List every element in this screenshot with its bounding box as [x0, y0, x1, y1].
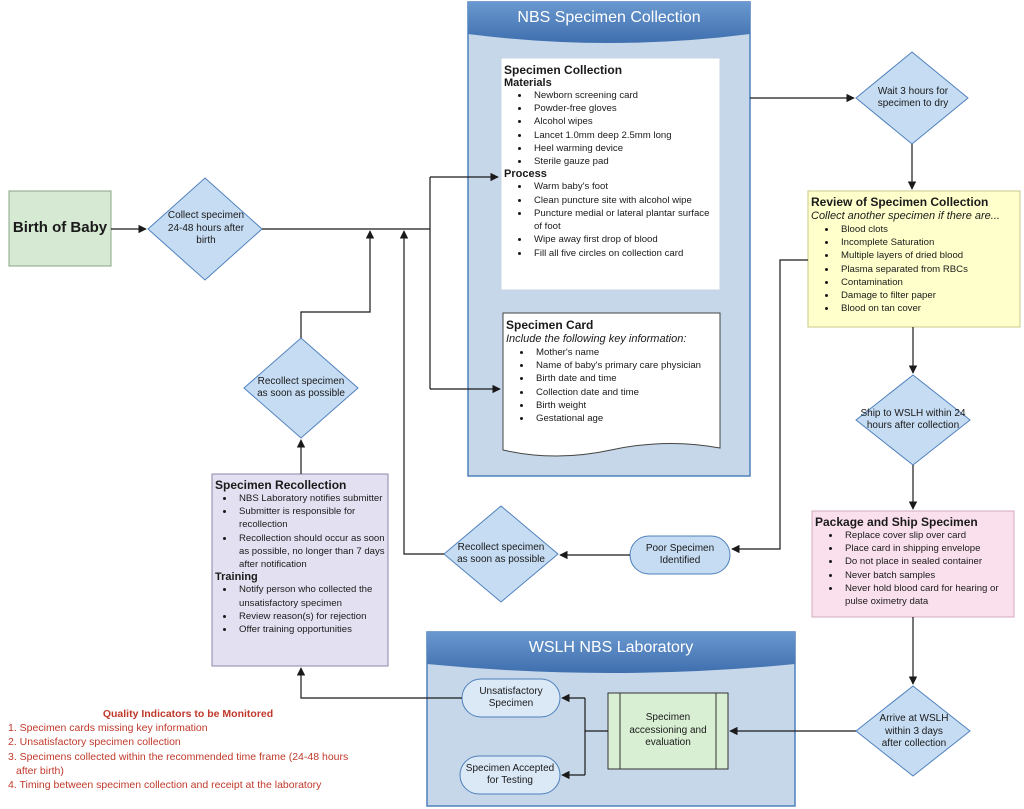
process-list: Warm baby's foot Clean puncture site wit…	[504, 180, 718, 259]
list-item: Heel warming device	[530, 142, 718, 155]
process-heading: Process	[504, 168, 547, 181]
list-item: Blood on tan cover	[837, 302, 1019, 315]
recollection-content: Specimen Recollection NBS Laboratory not…	[215, 478, 387, 636]
list-item: Contamination	[837, 276, 1019, 289]
wait-label: Wait 3 hours for specimen to dry	[877, 85, 949, 110]
quality-item: 1. Specimen cards missing key informatio…	[8, 722, 208, 735]
review-list: Blood clots Incomplete Saturation Multip…	[811, 223, 1019, 316]
poor-label: Poor Specimen Identified	[645, 542, 715, 567]
specimen-card-content: Specimen Card Include the following key …	[506, 318, 718, 425]
review-subtitle: Collect another specimen if there are...	[811, 210, 1000, 222]
list-item: Birth date and time	[532, 372, 718, 385]
list-item: Never hold blood card for hearing or pul…	[841, 582, 1013, 608]
accession-label: Specimen accessioning and evaluation	[629, 712, 707, 749]
list-item: Multiple layers of dried blood	[837, 249, 1019, 262]
training-list: Notify person who collected the unsatisf…	[215, 583, 387, 636]
training-heading: Training	[215, 571, 258, 584]
list-item: Newborn screening card	[530, 89, 718, 102]
list-item: Name of baby's primary care physician	[532, 359, 718, 372]
unsat-label: Unsatisfactory Specimen	[479, 685, 543, 710]
collect-diamond	[147, 177, 263, 281]
recollection-list: NBS Laboratory notifies submitter Submit…	[215, 492, 387, 571]
specimen-collection-content: Specimen Collection Materials Newborn sc…	[504, 63, 718, 260]
package-list: Replace cover slip over card Place card …	[815, 529, 1013, 608]
recollect-left-label: Recollect specimen as soon as possible	[257, 375, 345, 400]
list-item: Collection date and time	[532, 386, 718, 399]
recollection-title: Specimen Recollection	[215, 478, 347, 492]
list-item: Fill all five circles on collection card	[530, 247, 718, 260]
quality-item: 2. Unsatisfactory specimen collection	[8, 736, 181, 749]
accepted-label: Specimen Accepted for Testing	[465, 762, 555, 787]
lab-panel-title: WSLH NBS Laboratory	[528, 639, 694, 656]
review-box	[807, 190, 1021, 328]
quality-title: Quality Indicators to be Monitored	[102, 708, 274, 720]
list-item: Blood clots	[837, 223, 1019, 236]
list-item: Offer training opportunities	[235, 623, 387, 636]
recollect-left-diamond	[243, 337, 359, 439]
recollection-box	[211, 473, 389, 667]
quality-item: 4. Timing between specimen collection an…	[8, 778, 322, 791]
list-item: Replace cover slip over card	[841, 529, 1013, 542]
list-item: Lancet 1.0mm deep 2.5mm long	[530, 129, 718, 142]
specimen-card-list: Mother's name Name of baby's primary car…	[506, 346, 718, 425]
review-content: Review of Specimen Collection Collect an…	[811, 195, 1019, 316]
accepted-pill	[459, 755, 561, 795]
list-item: Powder-free gloves	[530, 102, 718, 115]
list-item: Review reason(s) for rejection	[235, 610, 387, 623]
list-item: Damage to filter paper	[837, 289, 1019, 302]
package-box	[811, 510, 1015, 618]
list-item: Sterile gauze pad	[530, 155, 718, 168]
list-item: Warm baby's foot	[530, 180, 718, 193]
specimen-collection-box	[500, 57, 721, 291]
quality-indicators: Quality Indicators to be Monitored 1. Sp…	[8, 707, 368, 792]
package-title: Package and Ship Specimen	[815, 515, 978, 529]
accession-box	[607, 692, 729, 770]
list-item: Mother's name	[532, 346, 718, 359]
list-item: Submitter is responsible for recollectio…	[235, 505, 387, 531]
materials-heading: Materials	[504, 77, 552, 89]
collect-label: Collect specimen 24-48 hours after birth	[167, 210, 245, 247]
list-item: Place card in shipping envelope	[841, 542, 1013, 555]
list-item: Notify person who collected the unsatisf…	[235, 583, 387, 609]
recollect-mid-label: Recollect specimen as soon as possible	[457, 541, 545, 566]
review-title: Review of Specimen Collection	[811, 195, 989, 209]
list-item: Birth weight	[532, 399, 718, 412]
specimen-card-subtitle: Include the following key information:	[506, 333, 687, 345]
birth-label: Birth of Baby	[12, 219, 108, 237]
ship-label: Ship to WSLH within 24 hours after colle…	[860, 407, 966, 432]
arrive-diamond	[855, 685, 971, 777]
list-item: Plasma separated from RBCs	[837, 263, 1019, 276]
materials-list: Newborn screening card Powder-free glove…	[504, 89, 718, 168]
list-item: Do not place in sealed container	[841, 555, 1013, 568]
list-item: Alcohol wipes	[530, 115, 718, 128]
list-item: Incomplete Saturation	[837, 236, 1019, 249]
specimen-collection-title: Specimen Collection	[504, 63, 623, 77]
specimen-card-title: Specimen Card	[506, 318, 594, 332]
recollect-mid-diamond	[443, 505, 559, 603]
arrive-label: Arrive at WSLH within 3 days after colle…	[879, 713, 949, 750]
list-item: Recollection should occur as soon as pos…	[235, 532, 387, 572]
list-item: Gestational age	[532, 412, 718, 425]
list-item: Wipe away first drop of blood	[530, 233, 718, 246]
package-content: Package and Ship Specimen Replace cover …	[815, 515, 1013, 608]
list-item: Never batch samples	[841, 569, 1013, 582]
quality-item: 3. Specimens collected within the recomm…	[8, 750, 349, 777]
list-item: Clean puncture site with alcohol wipe	[530, 194, 718, 207]
nbs-panel-title: NBS Specimen Collection	[517, 9, 701, 26]
list-item: Puncture medial or lateral plantar surfa…	[530, 207, 718, 233]
birth-box	[8, 190, 112, 267]
list-item: NBS Laboratory notifies submitter	[235, 492, 387, 505]
specimen-card-box	[502, 312, 721, 457]
